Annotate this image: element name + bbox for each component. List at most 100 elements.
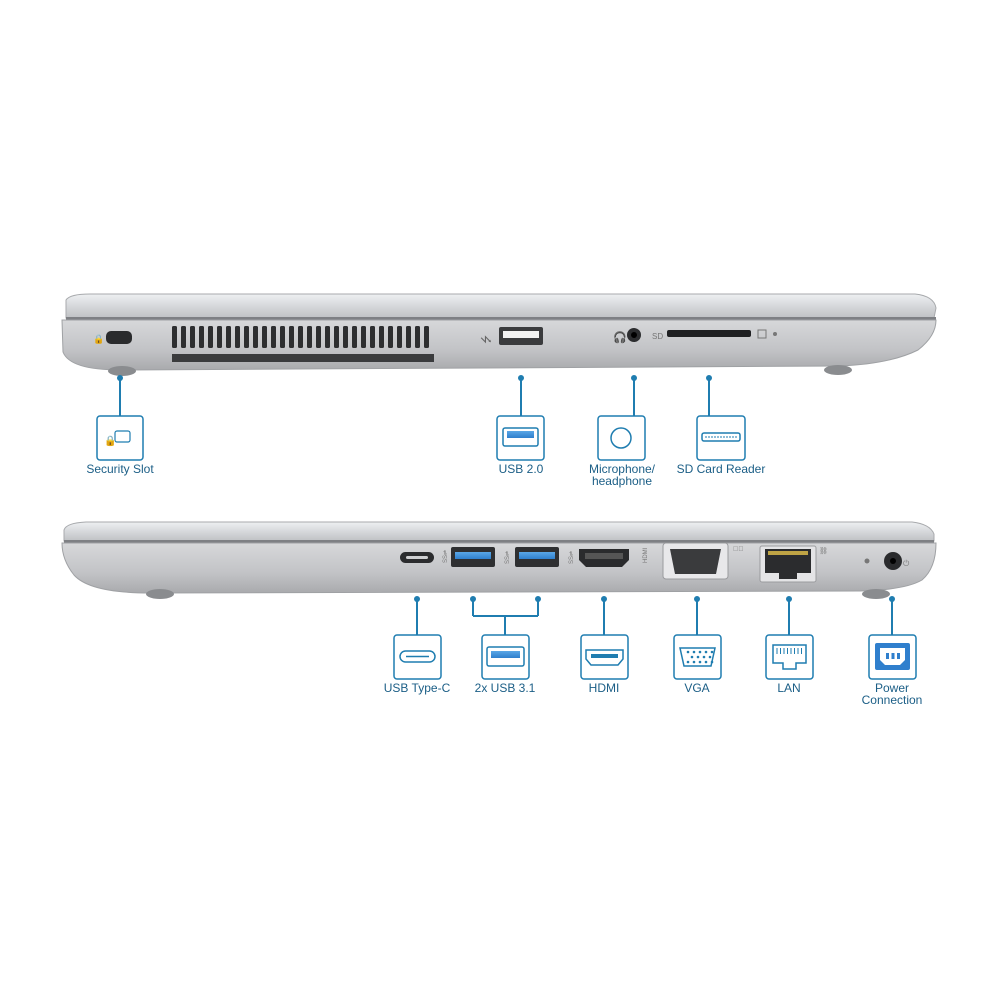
- sd-slot-icon: [701, 432, 741, 442]
- vent-slat: [361, 326, 366, 348]
- vga-icon: [679, 647, 716, 667]
- vent-slat: [289, 326, 294, 348]
- vent-slat: [379, 326, 384, 348]
- lid-edge: [65, 293, 937, 319]
- vent-slat: [226, 326, 231, 348]
- power-plug-icon: [875, 643, 910, 670]
- vent-slat: [244, 326, 249, 348]
- callout-box-lan: [765, 634, 814, 680]
- vent-slat: [181, 326, 186, 348]
- right-callout-dots: [414, 596, 895, 602]
- svg-text:⛓: ⛓: [819, 547, 828, 555]
- label-lan: LAN: [777, 681, 801, 695]
- vent-slat: [298, 326, 303, 348]
- ethernet-icon: [772, 644, 807, 670]
- vent-slat: [397, 326, 402, 348]
- vga-pin: [698, 650, 702, 654]
- vent-slat: [334, 326, 339, 348]
- power-port: ⏻: [864, 552, 910, 570]
- svg-text:SS⇌: SS⇌: [505, 551, 511, 564]
- vent-slat: [343, 326, 348, 348]
- usb-3-1-port-2: SS⇌: [515, 547, 575, 567]
- sd-mark: SD: [652, 332, 663, 341]
- label-usb-type-c: USB Type-C: [383, 681, 451, 695]
- vga-pin: [710, 660, 714, 664]
- svg-text:🔒: 🔒: [93, 334, 104, 344]
- callout-box-hdmi: [580, 634, 629, 680]
- vga-pin: [696, 655, 700, 659]
- vent-slat: [316, 326, 321, 348]
- label-power-line1: Power: [874, 681, 909, 695]
- label-hdmi: HDMI: [588, 681, 620, 695]
- label-mic-headphone-line2: headphone: [591, 474, 653, 488]
- vent-slat: [370, 326, 375, 348]
- vent-slat: [388, 326, 393, 348]
- svg-text:⏻: ⏻: [903, 559, 910, 568]
- label-security-slot: Security Slot: [86, 462, 154, 476]
- vent-lower-grille: [172, 354, 434, 362]
- usb-a-blue-icon: [486, 646, 525, 667]
- vent-slat: [253, 326, 258, 348]
- hdmi-port: HDMI: [579, 547, 649, 567]
- vent-slat: [424, 326, 429, 348]
- foot: [824, 365, 852, 375]
- callout-box-power: [868, 634, 917, 680]
- sd-card-slot: SD: [652, 329, 777, 341]
- vent-slat: [190, 326, 195, 348]
- vent-slat: [406, 326, 411, 348]
- vga-pin: [686, 650, 690, 654]
- vent-slat: [217, 326, 222, 348]
- hdmi-icon: [585, 649, 624, 666]
- svg-text:🎧: 🎧: [613, 331, 627, 344]
- usb-3-1-port-1: SS⇌: [451, 547, 511, 567]
- vent-slat: [271, 326, 276, 348]
- label-usb-2: USB 2.0: [498, 462, 544, 476]
- callout-box-security-slot: 🔒: [96, 415, 144, 461]
- svg-text:🔒: 🔒: [104, 435, 116, 447]
- security-slot-port: 🔒: [93, 331, 132, 344]
- vent-slat: [307, 326, 312, 348]
- lid-seam: [64, 540, 934, 543]
- foot: [146, 589, 174, 599]
- vga-pin: [702, 655, 706, 659]
- callout-box-usb-type-c: [393, 634, 442, 680]
- vent-slat: [235, 326, 240, 348]
- right-callout-leaders: [416, 599, 893, 635]
- vga-pin: [692, 650, 696, 654]
- lid-seam: [66, 317, 936, 320]
- left-callout-leaders: [119, 378, 710, 416]
- laptop-left-side: 🔒 ⭍ 🎧 SD: [61, 293, 937, 376]
- vga-pin: [698, 660, 702, 664]
- vent-slat: [172, 326, 177, 348]
- audio-jack-icon: [610, 427, 632, 449]
- vent-slat: [325, 326, 330, 348]
- label-power-line2: Connection: [861, 693, 923, 707]
- foot: [862, 589, 890, 599]
- label-sd-card-reader: SD Card Reader: [676, 462, 766, 476]
- label-usb-3-1: 2x USB 3.1: [474, 681, 536, 695]
- foot: [108, 366, 136, 376]
- svg-text:SS⇌: SS⇌: [569, 551, 575, 564]
- callout-box-mic-headphone: [597, 415, 646, 461]
- svg-text:HDMI: HDMI: [643, 547, 649, 563]
- usb-2-port: ⭍: [480, 327, 543, 345]
- vga-pin: [690, 655, 694, 659]
- usb-c-icon: [399, 650, 436, 663]
- vent-slat: [262, 326, 267, 348]
- svg-text:SS⇌: SS⇌: [443, 550, 449, 563]
- callout-box-vga: [673, 634, 722, 680]
- vent-slat: [415, 326, 420, 348]
- callout-box-usb-3-1: [481, 634, 530, 680]
- laptop-right-side: SS⇌ SS⇌ SS⇌ HDMI ▭⃓: [61, 521, 937, 599]
- lock-slot-icon: 🔒: [104, 430, 131, 447]
- air-vents: [172, 326, 434, 362]
- vga-pin: [708, 655, 712, 659]
- lid-edge: [63, 521, 935, 542]
- label-mic-headphone-line1: Microphone/: [588, 462, 656, 476]
- vga-port: ▭⃓: [662, 542, 744, 580]
- vent-slat: [352, 326, 357, 348]
- usb-c-port: SS⇌: [400, 550, 449, 563]
- vga-pin: [704, 650, 708, 654]
